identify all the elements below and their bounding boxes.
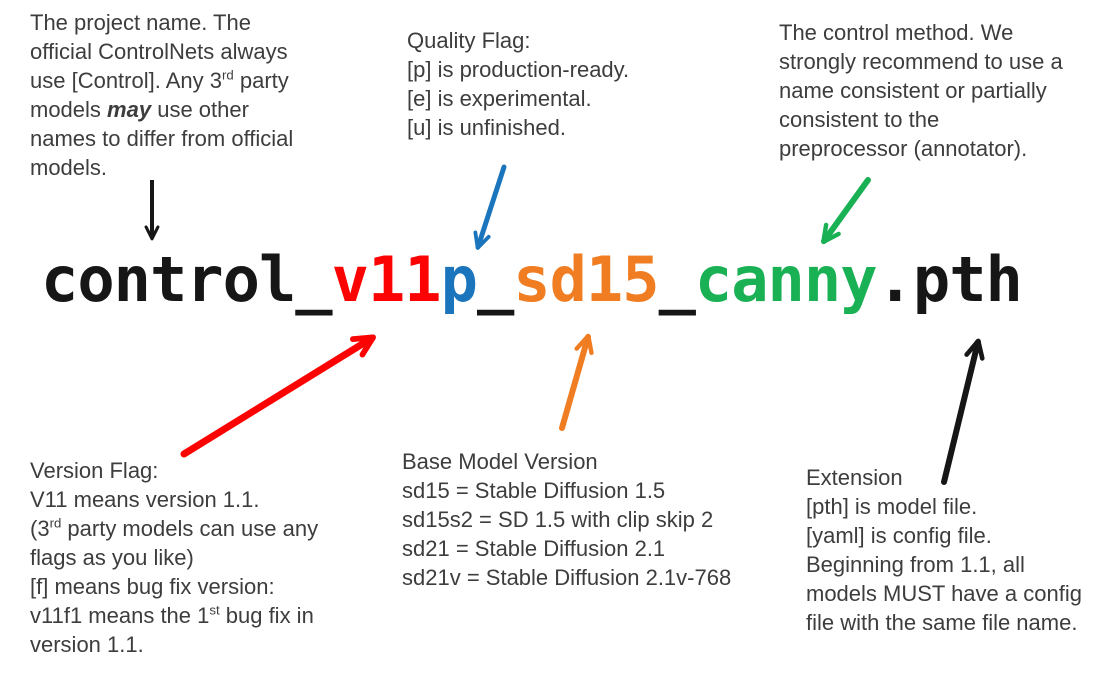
note-line: models may use other [30, 97, 249, 122]
note-line: [yaml] is config file. [806, 523, 992, 548]
note-line: names to differ from official [30, 126, 294, 151]
note-line: (3rd party models can use any [30, 515, 319, 541]
note-line: use [Control]. Any 3rd party [30, 67, 289, 93]
note-line: The control method. We [779, 20, 1014, 45]
model-filename: control_v11p_sd15_canny.pth [41, 247, 1023, 312]
note-line: Quality Flag: [407, 28, 531, 53]
note-line: official ControlNets always [30, 39, 288, 64]
arrow-base-model [559, 333, 594, 431]
note-line: v11f1 means the 1st bug fix in [30, 602, 314, 628]
note-line: [u] is unfinished. [407, 115, 566, 140]
filename-segment-project: control_ [41, 243, 333, 316]
arrow-version-flag [180, 334, 376, 458]
filename-segment-extension: .pth [876, 243, 1023, 316]
note-line: Extension [806, 465, 903, 490]
note-line: version 1.1. [30, 632, 144, 657]
arrow-extension [941, 338, 985, 485]
note-line: V11 means version 1.1. [30, 487, 260, 512]
note-line: flags as you like) [30, 545, 194, 570]
note-line: sd21 = Stable Diffusion 2.1 [402, 536, 666, 561]
note-line: name consistent or partially [779, 78, 1047, 103]
note-line: [f] means bug fix version: [30, 574, 275, 599]
note-base-model-version: Base Model Version sd15 = Stable Diffusio… [402, 447, 731, 592]
arrow-control-method [821, 177, 871, 245]
note-line: Base Model Version [402, 449, 598, 474]
note-line: sd21v = Stable Diffusion 2.1v-768 [402, 565, 732, 590]
note-line: models MUST have a config [806, 581, 1082, 606]
note-line: strongly recommend to use a [779, 49, 1063, 74]
note-line: file with the same file name. [806, 610, 1078, 635]
filename-segment-separator2: _ [658, 243, 696, 316]
note-line: The project name. The [30, 10, 251, 35]
note-line: preprocessor (annotator). [779, 136, 1028, 161]
note-line: models. [30, 155, 108, 180]
filename-segment-method: canny [694, 243, 878, 316]
note-line: Beginning from 1.1, all [806, 552, 1025, 577]
note-quality-flag: Quality Flag: [p] is production-ready. [e]… [407, 26, 629, 142]
note-line: sd15s2 = SD 1.5 with clip skip 2 [402, 507, 714, 532]
filename-segment-base-model: sd15 [513, 243, 659, 316]
note-line: sd15 = Stable Diffusion 1.5 [402, 478, 666, 503]
note-extension: Extension [pth] is model file. [yaml] is c… [806, 463, 1082, 637]
note-line: consistent to the [779, 107, 940, 132]
note-line: [p] is production-ready. [407, 57, 630, 82]
note-version-flag: Version Flag: V11 means version 1.1. (3rd … [30, 456, 318, 659]
note-project-name: The project name. The official ControlNet… [30, 8, 293, 182]
filename-segment-separator1: _ [476, 243, 514, 316]
note-control-method: The control method. We strongly recommend… [779, 18, 1063, 163]
note-line: [pth] is model file. [806, 494, 978, 519]
note-line: Version Flag: [30, 458, 159, 483]
filename-segment-version: v11 [331, 243, 442, 316]
note-line: [e] is experimental. [407, 86, 592, 111]
filename-segment-quality: p [440, 243, 478, 316]
arrow-quality-flag [473, 164, 507, 250]
